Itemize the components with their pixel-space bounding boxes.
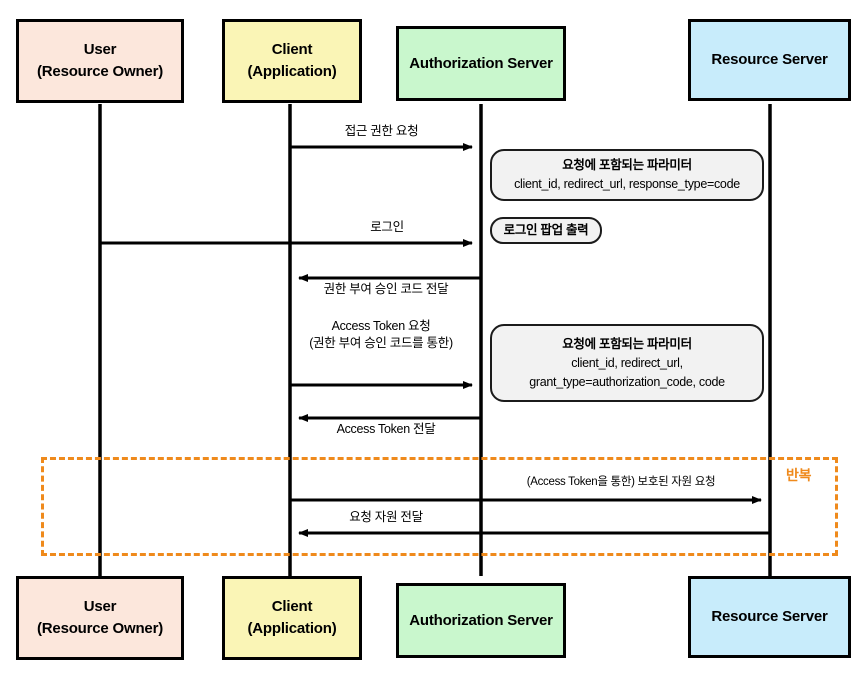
message-text-resource-deliver: 요청 자원 전달 bbox=[349, 510, 423, 524]
note-box-authorization-request-params: 요청에 포함되는 파라미터 client_id, redirect_url, r… bbox=[490, 149, 764, 201]
actor-box-authorization-server-bottom[interactable]: Authorization Server bbox=[396, 583, 566, 658]
actor-box-resource-server-bottom[interactable]: Resource Server bbox=[688, 576, 851, 658]
message-label-login: 로그인 bbox=[301, 219, 473, 236]
note-line-1-1: client_id, redirect_url, response_type=c… bbox=[514, 177, 740, 192]
actor-box-user-top[interactable]: User (Resource Owner) bbox=[16, 19, 184, 103]
note-line-3-2: grant_type=authorization_code, code bbox=[529, 374, 725, 389]
actor-box-client-bottom[interactable]: Client (Application) bbox=[222, 576, 362, 660]
message-label-protected-resource-request: (Access Token을 통한) 보호된 자원 요청 bbox=[481, 475, 761, 491]
note-box-login-popup: 로그인 팝업 출력 bbox=[490, 217, 602, 244]
note-title-2: 로그인 팝업 출력 bbox=[503, 223, 589, 238]
message-label-token-request: Access Token 요청 (권한 부여 승인 코드를 통한) bbox=[286, 318, 476, 352]
actor-label-user-bottom-line2: (Resource Owner) bbox=[37, 620, 163, 637]
repeat-frame bbox=[41, 457, 838, 556]
message-label-token-deliver: Access Token 전달 bbox=[291, 421, 481, 438]
message-label-resource-deliver: 요청 자원 전달 bbox=[291, 509, 481, 526]
message-text-access-request: 접근 권한 요청 bbox=[344, 124, 419, 138]
repeat-frame-label: 반복 bbox=[786, 467, 812, 483]
message-text-token-request-line1: Access Token 요청 bbox=[331, 319, 431, 333]
actor-box-user-bottom[interactable]: User (Resource Owner) bbox=[16, 576, 184, 660]
actor-box-client-top[interactable]: Client (Application) bbox=[222, 19, 362, 103]
actor-label-authorization-server: Authorization Server bbox=[409, 54, 553, 72]
actor-label-client-bottom-line2: (Application) bbox=[247, 620, 337, 637]
message-label-auth-code: 권한 부여 승인 코드 전달 bbox=[291, 281, 481, 298]
actor-label-resource-server-bottom: Resource Server bbox=[711, 608, 828, 626]
actor-box-authorization-server-top[interactable]: Authorization Server bbox=[396, 26, 566, 101]
actor-label-client-line1: Client bbox=[271, 41, 313, 59]
note-box-token-request-params: 요청에 포함되는 파라미터 client_id, redirect_url, g… bbox=[490, 324, 764, 402]
note-line-3-1: client_id, redirect_url, bbox=[571, 355, 683, 370]
message-text-protected-resource-request: (Access Token을 통한) 보호된 자원 요청 bbox=[526, 476, 716, 488]
message-text-token-deliver: Access Token 전달 bbox=[336, 422, 436, 436]
actor-label-user-bottom-line1: User bbox=[83, 598, 117, 616]
message-text-login: 로그인 bbox=[370, 220, 404, 234]
note-title-1: 요청에 포함되는 파라미터 bbox=[562, 157, 692, 172]
actor-label-authorization-server-bottom: Authorization Server bbox=[409, 611, 553, 629]
actor-label-client-line2: (Application) bbox=[247, 63, 337, 80]
actor-label-user-line1: User bbox=[83, 41, 117, 59]
note-title-3: 요청에 포함되는 파라미터 bbox=[562, 336, 692, 351]
actor-label-user-line2: (Resource Owner) bbox=[37, 63, 163, 80]
message-text-token-request-line2: (권한 부여 승인 코드를 통한) bbox=[309, 335, 453, 350]
message-text-auth-code: 권한 부여 승인 코드 전달 bbox=[323, 282, 449, 296]
message-label-access-request: 접근 권한 요청 bbox=[291, 123, 472, 140]
actor-box-resource-server-top[interactable]: Resource Server bbox=[688, 19, 851, 101]
actor-label-client-bottom-line1: Client bbox=[271, 598, 313, 616]
actor-label-resource-server: Resource Server bbox=[711, 51, 828, 69]
